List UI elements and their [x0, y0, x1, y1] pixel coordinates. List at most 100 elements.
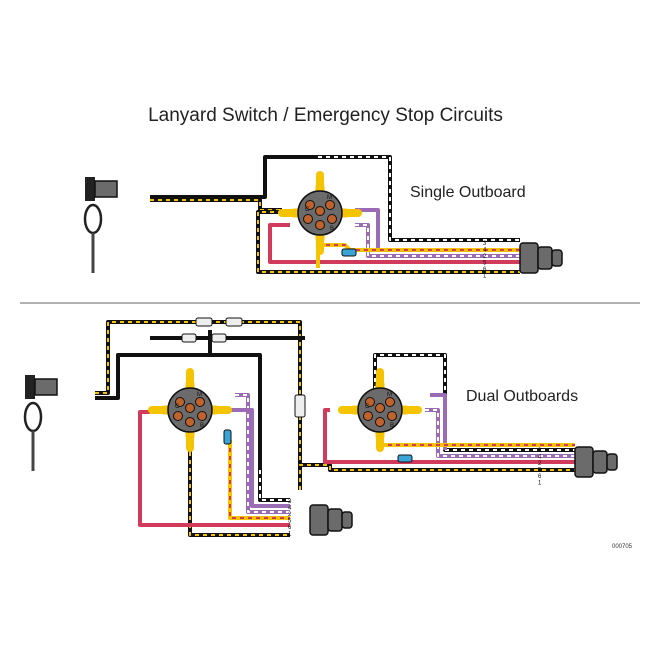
harness1-purple-white-stripe: [235, 394, 290, 513]
harness-black-yellow-stripe: [257, 211, 520, 273]
bullet-connector-mid: [397, 454, 413, 463]
dual-outboards-label: Dual Outboards: [466, 388, 579, 405]
pin-labels-harness-1-num-1: 1: [288, 532, 292, 538]
pin-labels-harness-2-num-1: 1: [538, 481, 542, 487]
harness2-black-white-stripe: [374, 354, 575, 451]
ignition-switch-top-terminal-5: [315, 206, 325, 216]
lanyard-switch-top-body: [94, 180, 118, 198]
ignition-switch-2-terminal-5: [375, 403, 385, 413]
ignition-switch-2-terminal-0: [365, 397, 375, 407]
harness-plug-1-tip: [341, 511, 353, 529]
lanyard-black-wire: [150, 155, 318, 199]
harness-plug-2-tip: [606, 453, 618, 471]
ignition-switch-1-terminal-0: [175, 397, 185, 407]
ignition-switch-2-terminal-2: [363, 411, 373, 421]
single-outboard-wires: [150, 155, 520, 274]
ignition-switch-top-terminal-3: [315, 220, 325, 230]
ignition-switch-top-terminal-0: [305, 200, 315, 210]
bullet-connector-left: [223, 429, 232, 445]
single-outboard-label: Single Outboard: [410, 184, 526, 201]
harness-plug-2-mid: [592, 450, 608, 474]
pin-labels-top-num-5: 5: [483, 261, 487, 267]
jumper-plug-1: [195, 317, 213, 327]
ignition-switch-1-letter-0: M: [197, 392, 202, 398]
pin-labels-harness-1-num-5: 5: [288, 519, 292, 525]
harness1-black-white: [258, 470, 290, 502]
harness-plug-1-body: [309, 504, 329, 536]
ignition-switch-2-letter-1: C: [365, 404, 370, 410]
pin-labels-harness-2-num-2: 2: [538, 461, 542, 467]
lanyard-switch-bottom-clip: [25, 375, 35, 399]
pin-labels-harness-2-num-5: 5: [538, 468, 542, 474]
lanyard-switch-bottom-body: [34, 378, 58, 396]
harness-plug-top-mid: [537, 246, 553, 270]
harness-plug-1-mid: [327, 508, 343, 532]
pin-labels-harness-1-num-3: 3: [288, 499, 292, 505]
lanyard-yellow-wire: [150, 198, 282, 212]
pin-labels-top-num-2: 2: [483, 254, 487, 260]
dual-lanyard-yellow-stripe: [95, 321, 301, 490]
jumper-plug-4: [211, 333, 227, 343]
harness-plug-top-body: [519, 242, 539, 274]
bullet-connector-top: [341, 248, 357, 257]
dual-harness2-yellow-stripe: [299, 400, 575, 471]
ignition-switch-2-terminal-3: [375, 417, 385, 427]
dual-lanyard-black: [95, 353, 262, 470]
harness1-black-white-stripe: [259, 470, 290, 501]
ignition-switch-top-letter-0: M: [327, 195, 332, 201]
harness-plug-2-body: [574, 446, 594, 478]
harness-purple-white-stripe: [355, 224, 520, 257]
pin-labels-top-num-6: 6: [483, 267, 487, 273]
harness1-black: [185, 330, 212, 357]
ignition-switch-top-letter-1: C: [305, 207, 310, 213]
dual-outboards-wires: [95, 317, 575, 537]
harness2-red: [323, 408, 575, 464]
pin-labels-harness-2-num-4: 4: [538, 455, 542, 461]
ignition-switch-1-terminal-5: [185, 403, 195, 413]
pin-labels-harness-2-num-3: 3: [538, 448, 542, 454]
pin-labels-harness-2-num-6: 6: [538, 474, 542, 480]
pin-labels-top-num-3: 3: [483, 241, 487, 247]
jumper-plug-2: [225, 317, 243, 327]
harness2-black-white: [373, 353, 575, 452]
ignition-switch-2-letter-0: M: [387, 392, 392, 398]
harness-red: [268, 223, 520, 264]
ignition-switch-1-letter-1: C: [175, 404, 180, 410]
harness1-purple: [228, 408, 290, 508]
ignition-switch-top-terminal-2: [303, 214, 313, 224]
harness2-purple: [430, 393, 447, 450]
harness-plug-top-tip: [551, 249, 563, 267]
diagram-title: Lanyard Switch / Emergency Stop Circuits: [148, 105, 503, 126]
ignition-switch-2-letter-2: B: [390, 423, 394, 429]
jumper-plug-5: [294, 394, 306, 418]
pin-labels-harness-1-num-6: 6: [288, 525, 292, 531]
ignition-switch-1-terminal-3: [185, 417, 195, 427]
harness1-purple-white: [235, 393, 290, 514]
ignition-switch-2-terminal-4: [387, 411, 397, 421]
harness-black-white: [318, 155, 520, 242]
harness-black-white-stripe: [318, 156, 520, 241]
harness-purple: [355, 208, 520, 252]
ignition-switch-top-terminal-4: [327, 214, 337, 224]
ignition-switch-top-terminal-1: [325, 200, 335, 210]
lanyard-switch-bottom-loop: [23, 401, 43, 433]
lanyard-switch-top-clip: [85, 177, 95, 201]
ignition-switch-top-letter-2: B: [330, 226, 334, 232]
harness-yellow-red: [318, 243, 520, 252]
harness2-purple-white-stripe: [425, 409, 575, 457]
jumper-plug-3: [181, 333, 197, 343]
harness1-yellow-red-stripe: [229, 440, 290, 519]
ignition-switch-1-terminal-4: [197, 411, 207, 421]
pin-labels-harness-1-num-2: 2: [288, 512, 292, 518]
pin-labels-top-num-1: 1: [483, 274, 487, 280]
ignition-switch-1-letter-2: B: [200, 423, 204, 429]
ignition-switch-1-terminal-1: [195, 397, 205, 407]
part-code: 000705: [612, 544, 633, 550]
lanyard-switch-top-loop: [83, 203, 103, 235]
ignition-switch-1-terminal-2: [173, 411, 183, 421]
pin-labels-harness-1-num-4: 4: [288, 506, 292, 512]
ignition-switch-2-terminal-1: [385, 397, 395, 407]
